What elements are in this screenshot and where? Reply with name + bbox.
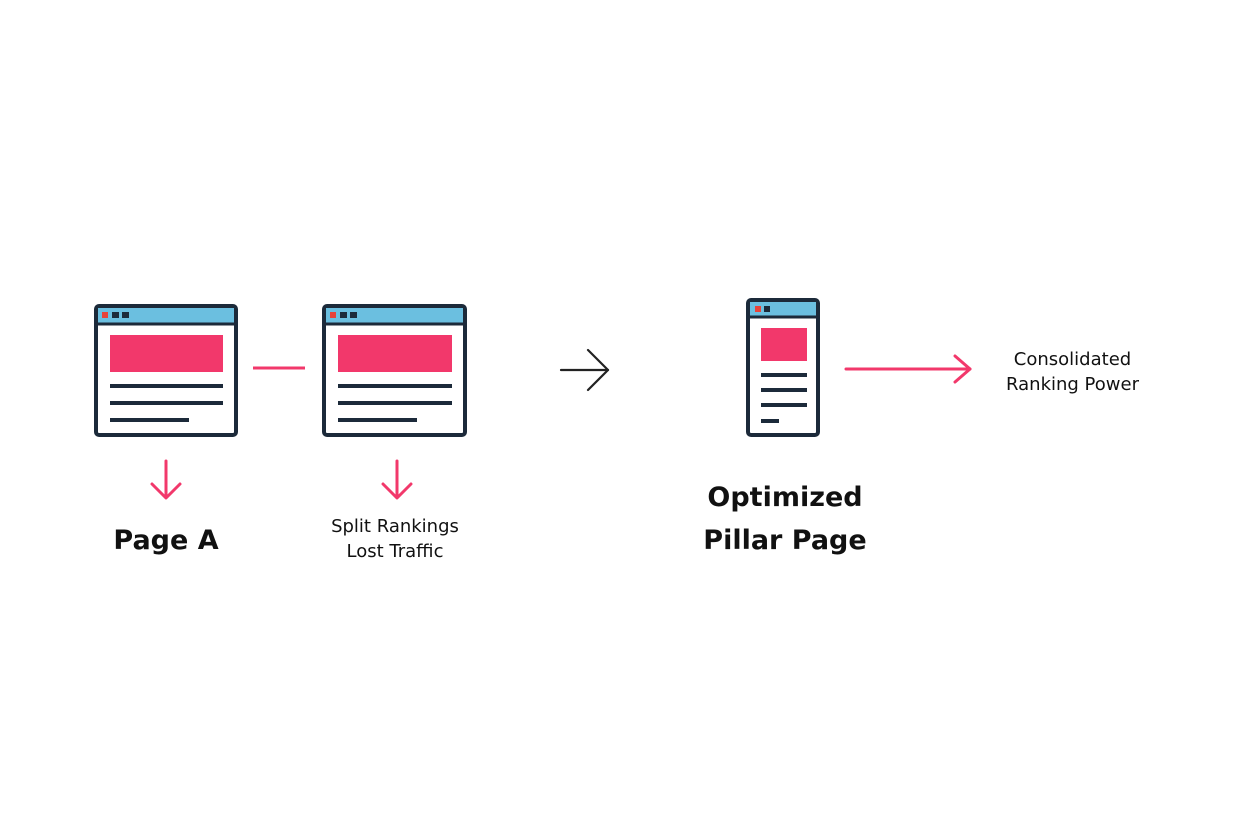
mobile-dot	[764, 306, 770, 312]
window-dot-red	[102, 312, 108, 318]
arrow-down-icon	[381, 459, 413, 500]
consolidated-ranking-label: Consolidated Ranking Power	[990, 347, 1155, 397]
window-dot	[340, 312, 347, 318]
page-b-window-icon	[322, 304, 467, 437]
window-dot-red	[330, 312, 336, 318]
ranking-power-line: Ranking Power	[1006, 374, 1139, 395]
window-dot	[122, 312, 129, 318]
mobile-title-bar	[750, 302, 816, 316]
page-a-label: Page A	[113, 525, 219, 556]
hero-block	[761, 328, 807, 361]
hero-block	[338, 335, 452, 372]
arrow-down-icon	[150, 459, 182, 500]
page-a-window-icon	[94, 304, 238, 437]
hero-block	[110, 335, 223, 372]
pillar-page-icon	[746, 298, 820, 437]
pillar-page-label: Optimized Pillar Page	[700, 476, 870, 562]
window-dot	[350, 312, 357, 318]
split-rankings-line: Split Rankings	[331, 516, 459, 537]
window-title-bar	[98, 308, 234, 323]
split-rankings-label: Split Rankings Lost Traffic	[310, 514, 480, 564]
consolidated-line: Consolidated	[1013, 349, 1132, 370]
mobile-frame	[746, 298, 820, 437]
window-dot	[112, 312, 119, 318]
arrow-right-icon	[559, 348, 610, 392]
mobile-dot-red	[755, 306, 761, 312]
lost-traffic-line: Lost Traffic	[346, 541, 444, 562]
arrow-right-icon	[844, 354, 972, 384]
pillar-line-1: Optimized	[707, 482, 863, 513]
pillar-line-2: Pillar Page	[703, 525, 867, 556]
window-title-bar	[326, 308, 463, 323]
